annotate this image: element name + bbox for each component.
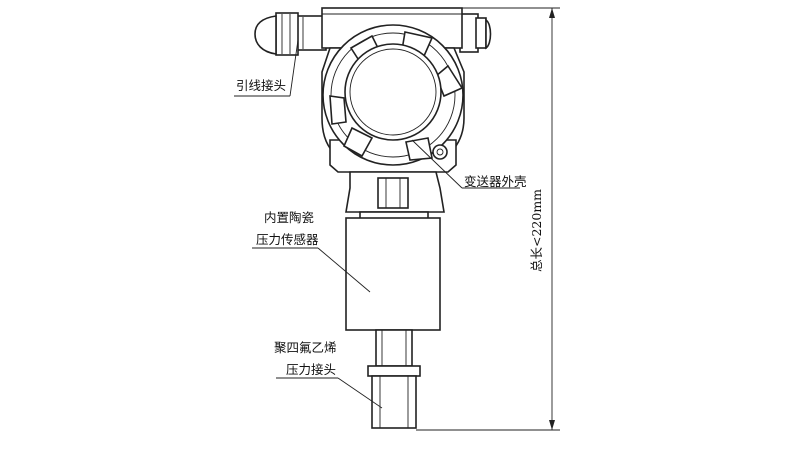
label-sensor-line1: 内置陶瓷 — [264, 210, 314, 225]
label-transmitter-housing: 变送器外壳 — [464, 174, 527, 189]
right-plug — [459, 13, 492, 53]
label-ptfe-line2: 压力接头 — [286, 362, 336, 377]
label-ptfe-line1: 聚四氟乙烯 — [274, 340, 337, 355]
housing-body — [321, 24, 465, 173]
cable-gland-left — [254, 12, 327, 56]
label-sensor-line2: 压力传感器 — [256, 232, 319, 247]
label-lead-connector: 引线接头 — [236, 78, 286, 93]
leader-lines — [234, 39, 520, 409]
label-total-length: 总长<220mm — [529, 189, 544, 272]
pressure-connector-stem — [367, 329, 421, 429]
housing-neck — [345, 171, 445, 221]
ceramic-sensor-body — [345, 217, 441, 331]
dimension-line — [416, 7, 560, 431]
